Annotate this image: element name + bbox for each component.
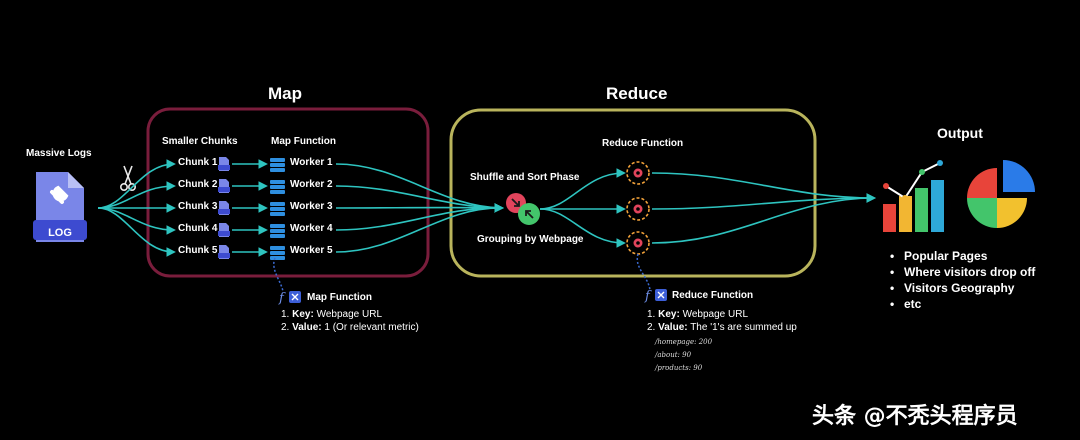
reduce-note-list: 1. Key: Webpage URL 2. Value: The '1's a… xyxy=(647,308,797,334)
server-icon xyxy=(270,246,285,260)
doc-icon xyxy=(218,201,230,215)
reduce-note-title: Reduce Function xyxy=(672,290,754,301)
reduce-box xyxy=(449,108,817,278)
server-icon xyxy=(270,202,285,216)
smaller-chunks-header: Smaller Chunks xyxy=(162,136,238,147)
bar-chart-icon xyxy=(883,160,944,232)
chunk-label: Chunk 1 xyxy=(178,157,218,168)
massive-logs-label: Massive Logs xyxy=(26,148,92,159)
shuffle-reducer-arrow xyxy=(539,168,626,210)
sample-result: /homepage: 200 xyxy=(655,338,713,346)
gear-icon xyxy=(626,161,650,185)
watermark: 头条 @不秃头程序员 xyxy=(812,404,1018,429)
chunk-doc-icons xyxy=(218,157,230,259)
split-arrow xyxy=(97,159,176,209)
reducer-output-arrow xyxy=(651,193,876,210)
doc-icon xyxy=(218,179,230,193)
reducer-gear-icons xyxy=(626,161,650,255)
server-icon xyxy=(270,180,285,194)
output-item: etc xyxy=(890,296,1035,312)
reduce-section-title: Reduce xyxy=(606,84,668,103)
doc-icon xyxy=(218,157,230,171)
reduce-note-value: 2. Value: The '1's are summed up xyxy=(647,322,797,333)
doc-icon xyxy=(218,245,230,259)
shuffle-sort-icon xyxy=(506,193,540,225)
map-function-badge-icon: f xyxy=(278,291,301,306)
reduce-note-key: 1. Key: Webpage URL xyxy=(647,309,749,320)
map-box xyxy=(146,107,430,278)
output-item: Popular Pages xyxy=(890,248,1035,264)
worker-server-icons xyxy=(270,158,285,260)
reduce-function-badge-icon: f xyxy=(644,289,667,304)
svg-text:f: f xyxy=(278,291,286,306)
worker-label: Worker 2 xyxy=(290,179,333,190)
shuffle-reducer-arrow xyxy=(539,208,626,248)
map-note-list: 1. Key: Webpage URL 2. Value: 1 (Or rele… xyxy=(281,308,419,334)
worker-shuffle-arrows xyxy=(335,163,504,253)
reducer-output-arrow xyxy=(651,172,876,203)
gear-icon xyxy=(626,197,650,221)
reduce-function-header: Reduce Function xyxy=(602,138,684,149)
worker-shuffle-arrow xyxy=(335,163,504,213)
split-arrows xyxy=(97,159,176,257)
shuffle-reducer-arrows xyxy=(539,168,626,248)
output-item: Visitors Geography xyxy=(890,280,1035,296)
chunk-label: Chunk 3 xyxy=(178,201,218,212)
worker-shuffle-arrow xyxy=(335,185,504,213)
shuffle-sort-label: Shuffle and Sort Phase xyxy=(470,172,580,183)
server-icon xyxy=(270,158,285,172)
output-list: Popular Pages Where visitors drop off Vi… xyxy=(888,248,1035,312)
output-section-title: Output xyxy=(937,125,983,141)
map-note-connector xyxy=(273,257,284,293)
worker-label: Worker 5 xyxy=(290,245,333,256)
map-function-header: Map Function xyxy=(271,136,336,147)
reducer-output-arrows xyxy=(651,172,876,244)
chunk-worker-arrows xyxy=(232,159,268,257)
log-file-icon xyxy=(33,172,87,242)
svg-text:f: f xyxy=(644,289,652,304)
chunk-label: Chunk 4 xyxy=(178,223,218,234)
worker-label: Worker 1 xyxy=(290,157,333,168)
reducer-output-arrow xyxy=(651,193,876,244)
split-arrow xyxy=(97,207,176,257)
output-item: Where visitors drop off xyxy=(890,264,1035,280)
worker-label: Worker 3 xyxy=(290,201,333,212)
sample-result: /products: 90 xyxy=(655,364,703,372)
map-note-value: 2. Value: 1 (Or relevant metric) xyxy=(281,322,419,333)
map-note-key: 1. Key: Webpage URL xyxy=(281,309,383,320)
scissors-icon xyxy=(120,165,137,192)
grouping-label: Grouping by Webpage xyxy=(477,234,584,245)
pie-chart-icon xyxy=(967,160,1035,228)
map-note-title: Map Function xyxy=(307,292,372,303)
worker-label: Worker 4 xyxy=(290,223,333,234)
worker-shuffle-arrow xyxy=(335,203,504,231)
map-section-title: Map xyxy=(268,84,302,103)
gear-icon xyxy=(626,231,650,255)
chunk-label: Chunk 2 xyxy=(178,179,218,190)
reduce-note-connector xyxy=(636,253,651,291)
sample-result: /about: 90 xyxy=(655,351,692,359)
server-icon xyxy=(270,224,285,238)
worker-shuffle-arrow xyxy=(335,203,504,253)
chunk-label: Chunk 5 xyxy=(178,245,218,256)
doc-icon xyxy=(218,223,230,237)
